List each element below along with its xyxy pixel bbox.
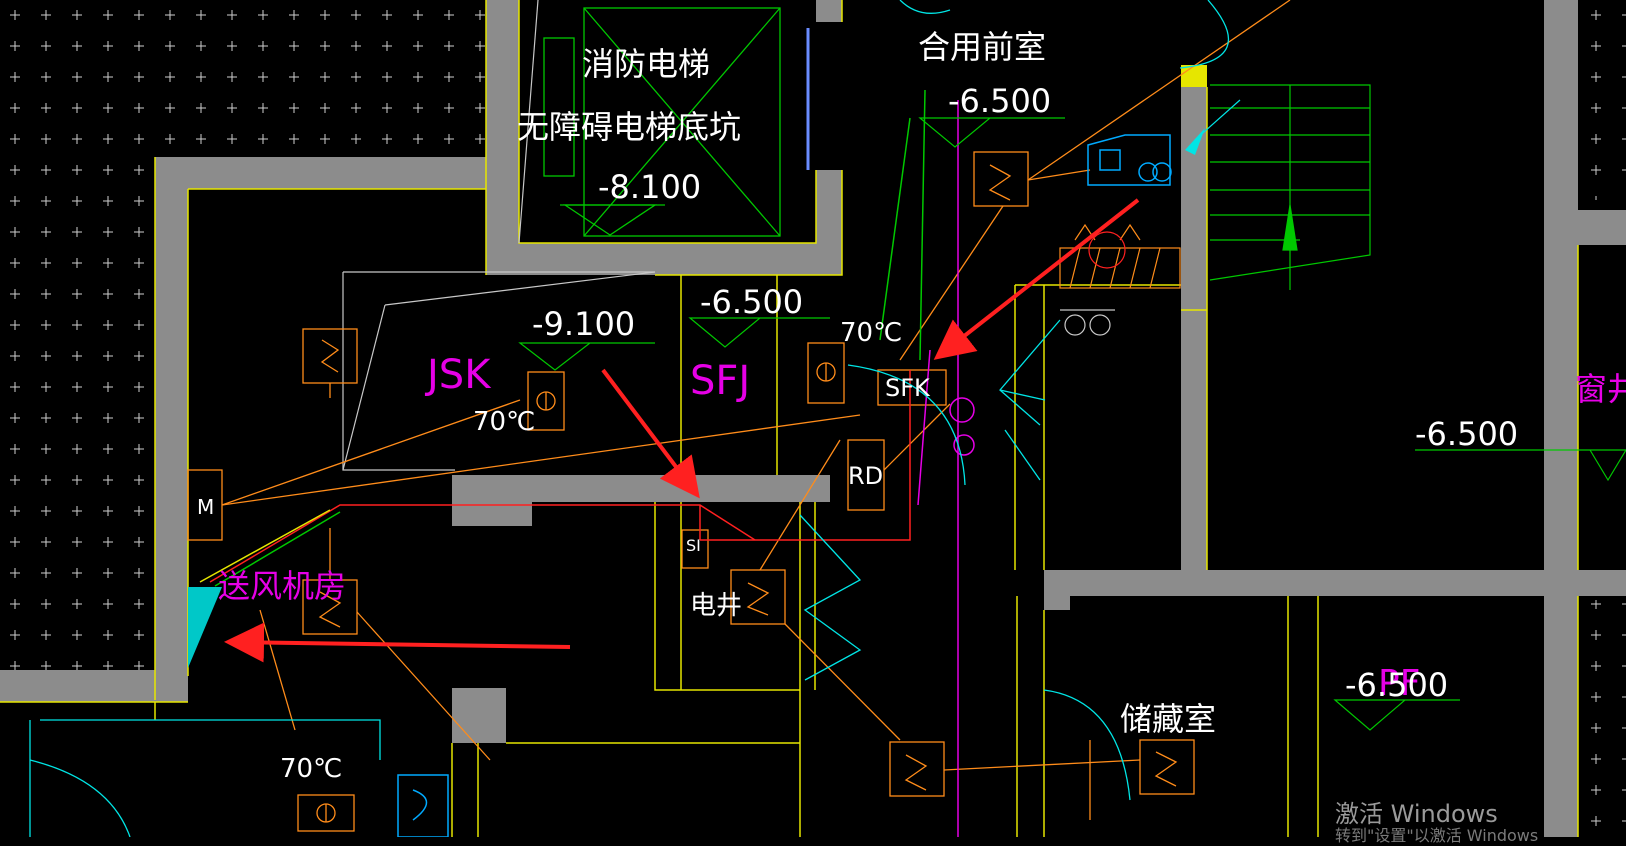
temp-label-3: 70℃: [280, 754, 342, 784]
cyan-wedge: [188, 587, 222, 668]
si-label: SI: [686, 536, 701, 555]
room-outlines: [0, 0, 1579, 837]
pipes: [199, 89, 926, 587]
storage-room-label: 储藏室: [1120, 700, 1216, 738]
supply-fan-room-label: 送风机房: [218, 567, 346, 605]
windows-activation-watermark: 激活 Windows: [1335, 800, 1498, 828]
sfj-label: SFJ: [690, 358, 750, 404]
sfj-level: -6.500: [700, 283, 803, 321]
annotation-arrows: [224, 198, 1140, 663]
fan-equipment-icon: [397, 774, 449, 837]
soil-hatch-right-low: [1578, 600, 1626, 837]
temp-label-2: 70℃: [840, 318, 902, 348]
wheel-icon: [1060, 309, 1115, 336]
rd-label: RD: [848, 462, 883, 490]
magenta-lines: [917, 100, 975, 837]
pf-label: PF: [1378, 663, 1420, 704]
fan-unit-icon: [1087, 134, 1172, 186]
sfk-label: SFK: [885, 374, 931, 402]
accessible-pit-label: 无障碍电梯底坑: [517, 108, 741, 146]
level-markers: [518, 117, 1626, 731]
lobby-level: -6.500: [948, 82, 1051, 120]
fire-elevator-label: 消防电梯: [582, 45, 710, 83]
fire-elevator-shaft: [543, 7, 781, 237]
temp-label-1: 70℃: [473, 407, 535, 437]
ducts: [187, 0, 1291, 832]
jsk-level: -9.100: [532, 305, 635, 343]
electrical-shaft-label: 电井: [690, 591, 742, 621]
pit-level: -8.100: [598, 168, 701, 206]
doors: [29, 0, 1230, 837]
window-well-label: 窗井: [1575, 370, 1626, 408]
staircase: [1209, 84, 1371, 290]
cyan-marker: [1185, 128, 1205, 155]
windows-activation-subtext: 转到"设置"以激活 Windows: [1335, 826, 1539, 845]
m-label: M: [197, 495, 214, 519]
soil-hatch-left-lower: [0, 155, 155, 670]
jsk-label: JSK: [424, 352, 492, 398]
boundary-lines: [342, 0, 656, 471]
right-level: -6.500: [1415, 415, 1518, 453]
hatched-equipment: [1059, 223, 1181, 289]
soil-hatch-left: [0, 0, 486, 155]
shared-lobby-label: 合用前室: [918, 28, 1046, 66]
soil-hatch-right: [1578, 0, 1626, 200]
pf-level: -6.500: [1345, 666, 1448, 704]
